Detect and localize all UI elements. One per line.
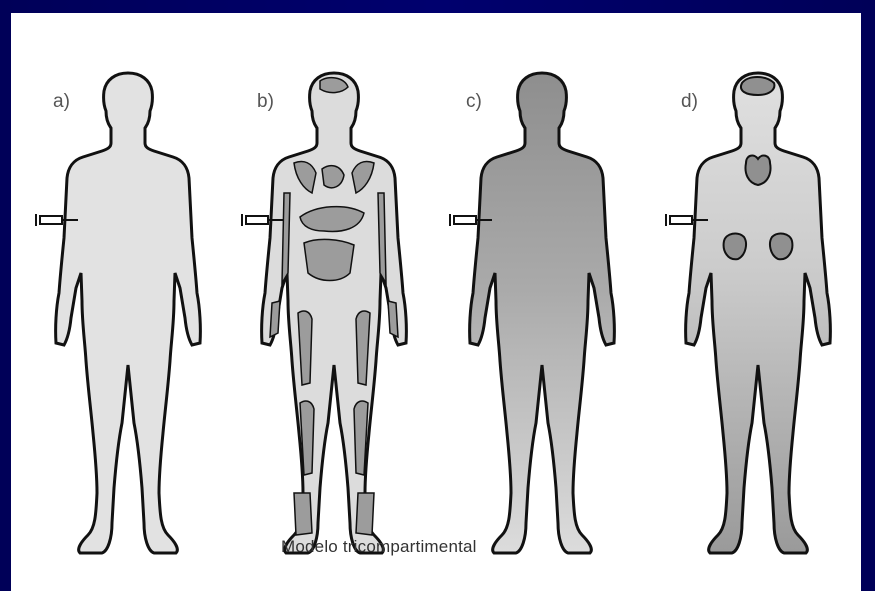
panel-label-c: c): [466, 91, 482, 113]
body-figure-d: [666, 73, 830, 553]
brain-shape: [741, 77, 774, 95]
body-figures: [11, 13, 861, 591]
body-figure-c: [450, 73, 614, 553]
heart-shape: [746, 156, 771, 185]
panel-label-d: d): [681, 91, 698, 113]
body-silhouette: [56, 73, 201, 553]
body-silhouette: [470, 73, 615, 553]
panel-label-a: a): [53, 91, 70, 113]
body-figure-b: [242, 73, 406, 553]
figure-panel: a) b) c) d) Modelo tricompartimental: [11, 13, 861, 591]
kidney-right-shape: [770, 234, 792, 260]
body-figure-a: [36, 73, 200, 553]
figure-caption: Modelo tricompartimental: [281, 537, 477, 557]
body-silhouette: [262, 73, 407, 553]
body-silhouette: [686, 73, 831, 553]
panel-label-b: b): [257, 91, 274, 113]
kidney-left-shape: [724, 234, 746, 260]
